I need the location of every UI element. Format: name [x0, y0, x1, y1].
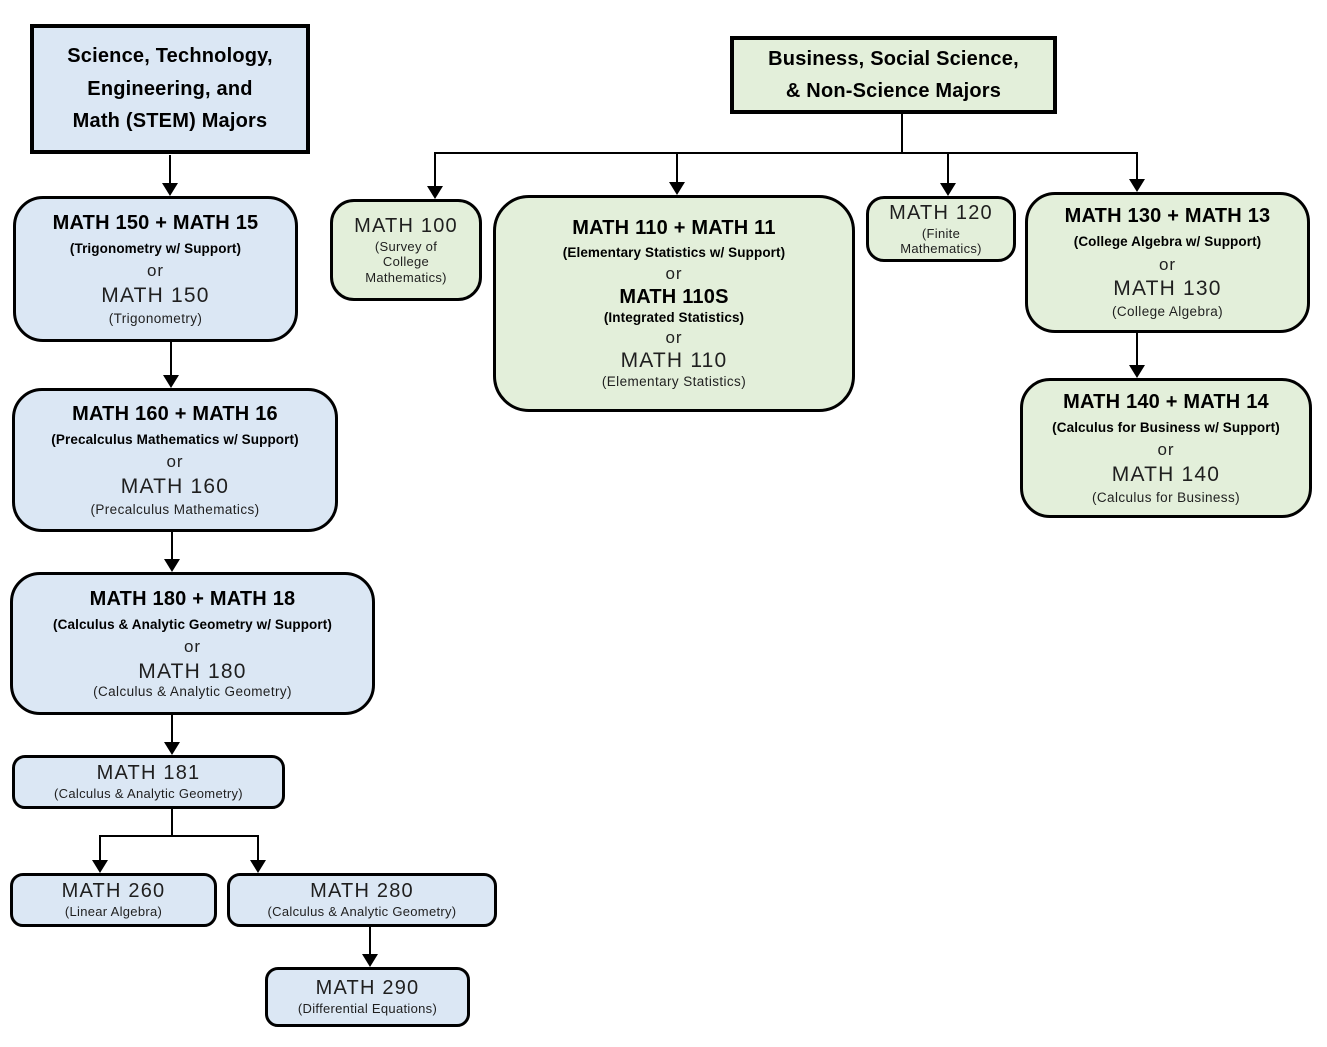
course-desc: (Differential Equations) [297, 1001, 438, 1017]
course-alt-name: MATH 150 [101, 283, 210, 307]
course-desc: (Calculus & Analytic Geometry) [54, 786, 243, 802]
header-line: Business, Social Science, [768, 47, 1019, 70]
course-combo-desc: (College Algebra w/ Support) [1073, 234, 1262, 250]
arrowhead-math280 [250, 860, 266, 873]
course-alt-name: MATH 110 [620, 349, 728, 373]
arrowhead-math180 [164, 559, 180, 572]
course-combo-title: MATH 150 + MATH 15 [52, 211, 259, 234]
node-math100: MATH 100 (Survey of College Mathematics) [330, 199, 482, 301]
arrowhead-math120 [940, 183, 956, 196]
arrowhead-math150 [162, 183, 178, 196]
course-name: MATH 280 [310, 880, 414, 903]
course-alt-name: MATH 130 [1113, 277, 1222, 301]
course-combo-desc: (Precalculus Mathematics w/ Support) [51, 431, 299, 447]
course-alt-desc: (College Algebra) [1111, 304, 1224, 320]
course-alt-desc: (Precalculus Mathematics) [90, 501, 260, 517]
course-name: MATH 260 [61, 880, 166, 903]
course-alt-name: MATH 110S [619, 285, 729, 308]
course-desc: (Calculus & Analytic Geometry) [267, 904, 457, 920]
node-math120: MATH 120 (Finite Mathematics) [866, 196, 1016, 262]
arrowhead-math140 [1129, 365, 1145, 378]
arrowhead-math181 [164, 742, 180, 755]
course-name: MATH 290 [315, 977, 420, 1000]
node-math160: MATH 160 + MATH 16 (Precalculus Mathemat… [12, 388, 338, 532]
arrowhead-math130 [1129, 179, 1145, 192]
course-combo-desc: (Calculus & Analytic Geometry w/ Support… [53, 616, 332, 632]
course-alt-desc: (Calculus & Analytic Geometry) [93, 683, 292, 699]
header-line: Engineering, and [87, 77, 253, 100]
course-combo-title: MATH 130 + MATH 13 [1064, 205, 1271, 228]
arrowhead-math100 [427, 186, 443, 199]
course-name: MATH 181 [96, 762, 201, 785]
header-line: & Non-Science Majors [785, 80, 1002, 102]
or-label: or [146, 261, 165, 281]
connector-split-to-math280 [257, 835, 259, 861]
connector-math280-to-math290 [369, 927, 371, 955]
course-combo-title: MATH 160 + MATH 16 [72, 402, 278, 425]
arrowhead-math110 [669, 182, 685, 195]
or-label: or [1157, 440, 1175, 460]
connector-math150-to-math160 [170, 342, 172, 376]
course-combo-title: MATH 180 + MATH 18 [89, 587, 296, 610]
or-label: or [1158, 254, 1177, 274]
course-combo-desc: (Trigonometry w/ Support) [69, 240, 242, 256]
course-desc: (Finite Mathematics) [900, 225, 982, 256]
course-desc: (Linear Algebra) [64, 904, 163, 920]
connector-split-to-math110 [676, 152, 678, 183]
node-math140: MATH 140 + MATH 14 (Calculus for Busines… [1020, 378, 1312, 518]
connector-split-to-math130 [1136, 152, 1138, 180]
node-math180: MATH 180 + MATH 18 (Calculus & Analytic … [10, 572, 375, 715]
course-alt-desc: (Integrated Statistics) [603, 309, 745, 325]
arrowhead-math260 [92, 860, 108, 873]
course-combo-desc: (Elementary Statistics w/ Support) [562, 245, 786, 261]
or-label: or [665, 328, 683, 348]
connector-math130-to-math140 [1136, 333, 1138, 366]
or-label: or [665, 263, 683, 283]
or-label: or [183, 637, 202, 657]
stem-majors-header: Science, Technology, Engineering, and Ma… [30, 24, 310, 154]
course-alt-name: MATH 180 [138, 659, 247, 683]
arrowhead-math290 [362, 954, 378, 967]
connector-stem-to-math150 [169, 155, 171, 185]
connector-math180-to-math181 [171, 715, 173, 743]
course-desc: (Survey of College Mathematics) [365, 239, 447, 285]
connector-split-horizontal-stem [99, 835, 259, 837]
connector-business-to-split [901, 114, 903, 154]
header-line: Math (STEM) Majors [72, 110, 268, 133]
node-math130: MATH 130 + MATH 13 (College Algebra w/ S… [1025, 192, 1310, 333]
node-math150: MATH 150 + MATH 15 (Trigonometry w/ Supp… [13, 196, 298, 342]
course-alt-name: MATH 160 [120, 474, 230, 498]
course-combo-title: MATH 140 + MATH 14 [1063, 390, 1269, 413]
arrowhead-math160 [163, 375, 179, 388]
connector-split-horizontal-business [434, 152, 1138, 154]
course-combo-desc: (Calculus for Business w/ Support) [1052, 419, 1280, 435]
node-math181: MATH 181 (Calculus & Analytic Geometry) [12, 755, 285, 809]
course-alt-desc: (Trigonometry) [108, 310, 203, 326]
connector-math181-split-stem [171, 809, 173, 837]
node-math110: MATH 110 + MATH 11 (Elementary Statistic… [493, 195, 855, 412]
course-alt-desc: (Calculus for Business) [1092, 489, 1240, 505]
connector-split-to-math100 [434, 152, 436, 187]
header-line: Science, Technology, [67, 45, 273, 68]
course-alt-desc: (Elementary Statistics) [601, 374, 747, 390]
or-label: or [166, 452, 184, 472]
node-math260: MATH 260 (Linear Algebra) [10, 873, 217, 927]
node-math290: MATH 290 (Differential Equations) [265, 967, 470, 1027]
connector-math160-to-math180 [171, 532, 173, 560]
business-majors-header: Business, Social Science, & Non-Science … [730, 36, 1057, 114]
node-math280: MATH 280 (Calculus & Analytic Geometry) [227, 873, 497, 927]
connector-split-to-math260 [99, 835, 101, 861]
course-name: MATH 100 [354, 215, 458, 237]
course-alt-name: MATH 140 [1111, 462, 1221, 486]
course-combo-title: MATH 110 + MATH 11 [572, 217, 776, 240]
connector-split-to-math120 [947, 152, 949, 184]
course-name: MATH 120 [889, 201, 993, 224]
